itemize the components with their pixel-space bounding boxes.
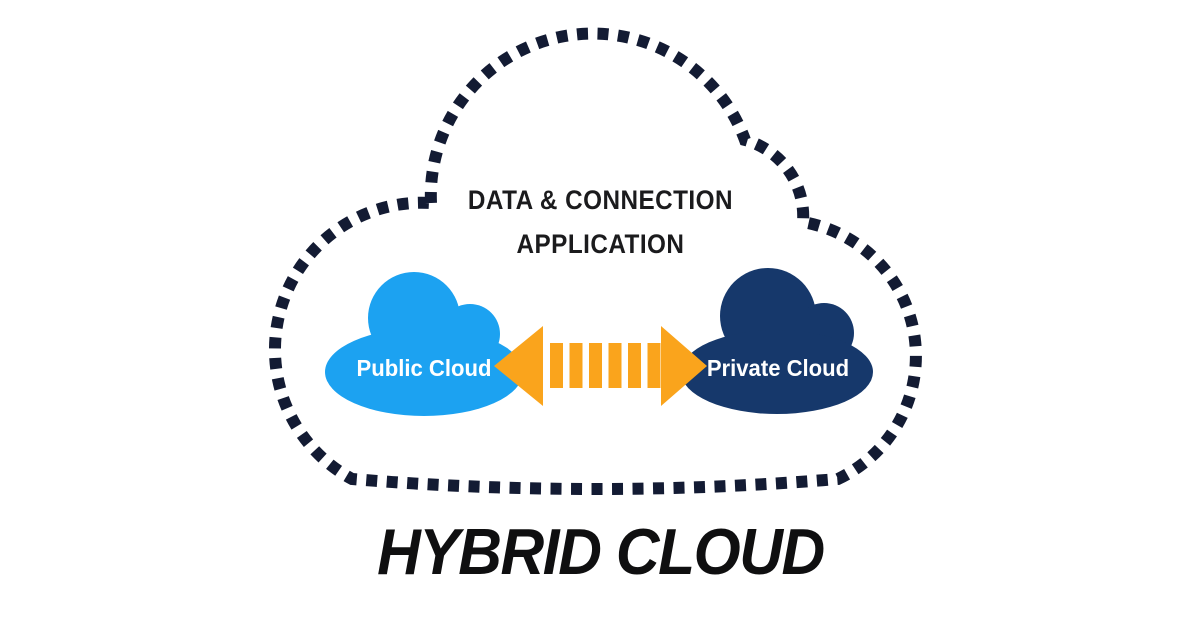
private-cloud-icon [681,268,873,414]
public-cloud-label: Public Cloud [356,355,492,381]
private-cloud-label: Private Cloud [706,355,850,381]
bidirectional-arrow-icon [494,326,707,406]
hybrid-cloud-dashed-outline-icon [268,27,922,495]
application-label: APPLICATION [516,229,685,259]
public-cloud-icon [325,272,523,416]
page-title: HYBRID CLOUD [377,515,825,588]
data-connection-label: DATA & CONNECTION [467,185,733,215]
